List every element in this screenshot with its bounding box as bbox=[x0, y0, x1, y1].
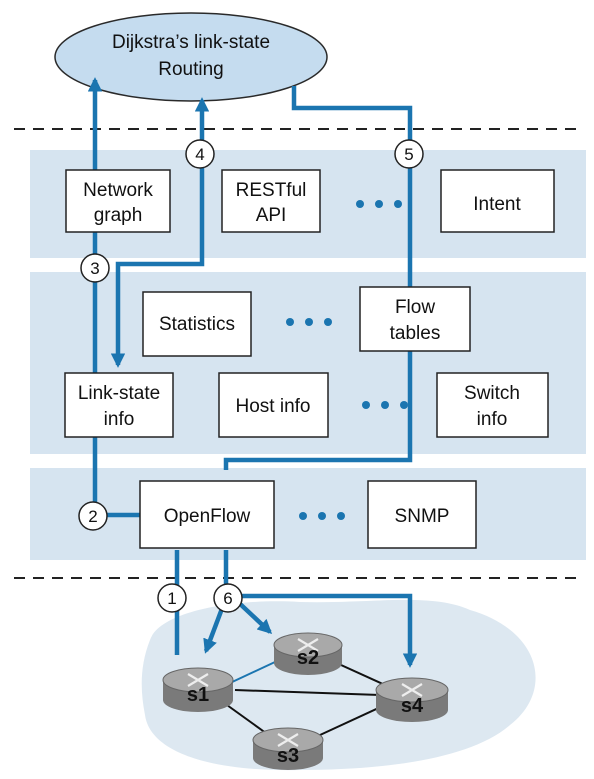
link-state-line2: info bbox=[104, 409, 135, 430]
link-state-info-box[interactable] bbox=[64, 372, 174, 438]
step-1-badge: 1 bbox=[157, 583, 187, 613]
path-6-s2 bbox=[236, 600, 273, 634]
link-s3-s4 bbox=[319, 704, 386, 736]
svg-text:6: 6 bbox=[223, 589, 232, 608]
network-graph-line2: graph bbox=[94, 205, 143, 226]
host-info-label: Host info bbox=[236, 396, 311, 417]
svg-text:5: 5 bbox=[404, 145, 413, 164]
ellipsis-row2 bbox=[286, 318, 332, 326]
flow-tables-line1: Flow bbox=[395, 297, 435, 318]
network-cloud bbox=[141, 599, 536, 771]
statistics-label: Statistics bbox=[159, 314, 235, 335]
openflow-box[interactable] bbox=[139, 480, 275, 549]
flow-tables-box[interactable] bbox=[359, 286, 471, 352]
svg-text:s3: s3 bbox=[277, 745, 299, 767]
switch-s4[interactable]: s4 bbox=[375, 677, 449, 722]
switch-s3[interactable]: s3 bbox=[252, 727, 324, 770]
ellipsis-row3 bbox=[362, 401, 408, 409]
step-2-badge: 2 bbox=[78, 501, 108, 531]
link-s1-s3 bbox=[219, 699, 271, 737]
openflow-label: OpenFlow bbox=[164, 506, 251, 527]
snmp-label: SNMP bbox=[395, 506, 450, 527]
switch-info-box[interactable] bbox=[436, 372, 549, 438]
intent-box[interactable] bbox=[440, 169, 555, 233]
statistics-box[interactable] bbox=[142, 291, 252, 357]
step-6-badge: 6 bbox=[213, 583, 243, 613]
restful-api-line2: API bbox=[256, 205, 287, 226]
ellipsis-row4 bbox=[299, 512, 345, 520]
switch-info-line1: Switch bbox=[464, 383, 520, 404]
svg-text:s4: s4 bbox=[401, 695, 424, 717]
switch-s1[interactable]: s1 bbox=[162, 667, 234, 712]
snmp-box[interactable] bbox=[367, 480, 477, 549]
step-4-badge: 4 bbox=[185, 139, 215, 169]
svg-text:1: 1 bbox=[167, 589, 176, 608]
switch-info-line2: info bbox=[477, 409, 508, 430]
host-info-box[interactable] bbox=[218, 372, 329, 438]
switch-s2[interactable]: s2 bbox=[273, 632, 343, 675]
link-state-line1: Link-state bbox=[78, 383, 160, 404]
intent-label: Intent bbox=[473, 194, 521, 215]
switch-s1-icon bbox=[187, 673, 209, 687]
network-graph-line1: Network bbox=[83, 180, 153, 201]
switch-s2-icon bbox=[297, 638, 319, 652]
step-3-badge: 3 bbox=[80, 253, 110, 283]
step-5-badge: 5 bbox=[394, 139, 424, 169]
restful-api-box[interactable] bbox=[221, 169, 321, 233]
switch-s3-icon bbox=[277, 733, 299, 747]
network-graph-box[interactable] bbox=[65, 169, 171, 233]
ellipsis-row1 bbox=[356, 200, 402, 208]
svg-text:2: 2 bbox=[88, 507, 97, 526]
app-label-line1: Dijkstra’s link-state bbox=[112, 32, 270, 53]
path-5 bbox=[223, 86, 413, 470]
flow-tables-line2: tables bbox=[390, 323, 441, 344]
svg-text:4: 4 bbox=[195, 145, 204, 164]
path-6 bbox=[223, 550, 418, 668]
svg-text:3: 3 bbox=[90, 259, 99, 278]
restful-api-line1: RESTful bbox=[236, 180, 307, 201]
app-label-line2: Routing bbox=[158, 59, 224, 80]
path-4 bbox=[110, 97, 210, 368]
switch-s4-icon bbox=[401, 683, 423, 697]
link-s1-s4 bbox=[234, 689, 381, 696]
svg-text:s2: s2 bbox=[297, 647, 319, 669]
svg-text:s1: s1 bbox=[187, 684, 209, 706]
